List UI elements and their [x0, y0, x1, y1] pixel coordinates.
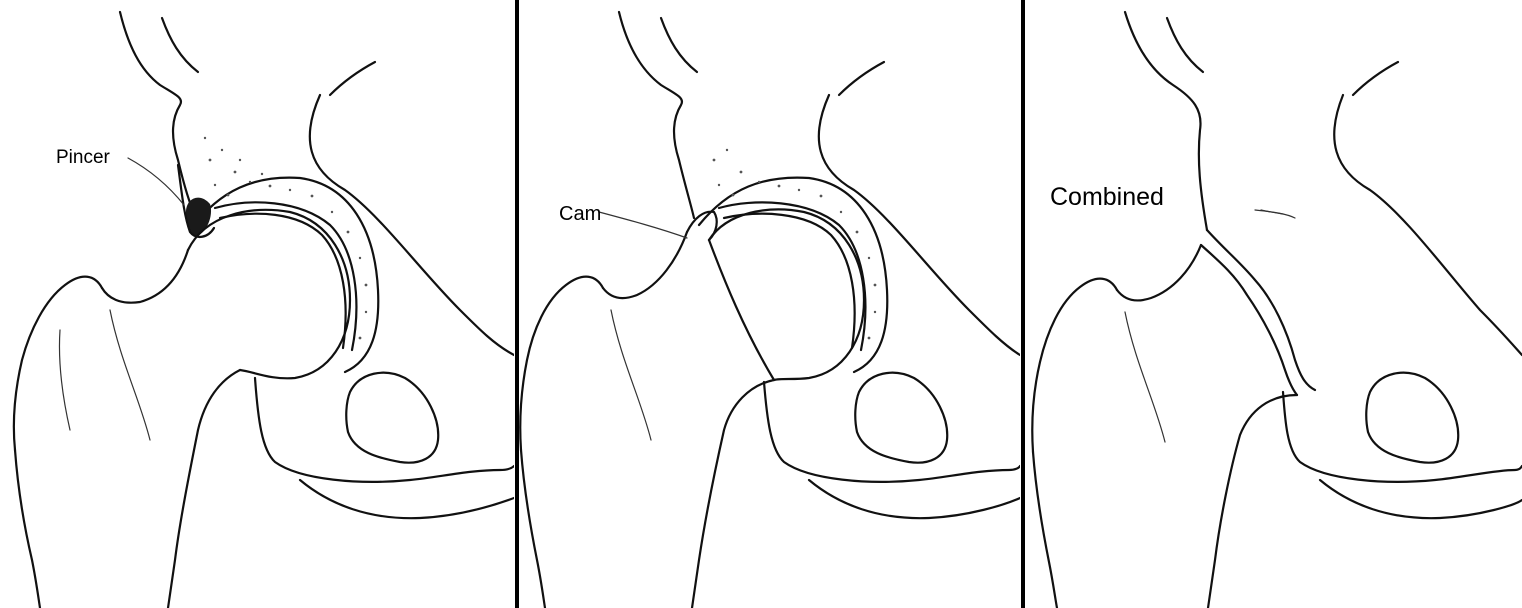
femur-shaft-left: [15, 450, 40, 608]
femur-detail: [59, 330, 70, 430]
cam-label: Cam: [559, 203, 601, 226]
pelvis-wall: [1334, 95, 1522, 355]
femoral-head: [709, 209, 864, 380]
ilium-outline: [120, 12, 195, 215]
sketch-mark: [1261, 210, 1283, 214]
intertrochanteric-line: [1125, 312, 1165, 442]
cam-panel: Cam: [519, 0, 1020, 608]
femur-shaft-left: [521, 450, 545, 608]
greater-trochanter: [520, 277, 603, 450]
obturator-foramen: [855, 373, 947, 463]
combined-label: Combined: [1050, 183, 1164, 212]
femur-shaft-right: [168, 370, 240, 608]
acetabulum-hint: [1255, 210, 1295, 218]
pubic-ramus: [300, 480, 514, 518]
joint-line-inner: [1201, 245, 1297, 395]
label-pointer-cam: [599, 212, 687, 238]
femoral-neck-upper: [603, 232, 687, 298]
intertrochanteric-line: [611, 310, 651, 440]
ilium-inner-outline: [1167, 18, 1203, 72]
pelvis-upper: [1353, 62, 1398, 95]
femoral-neck-upper: [102, 250, 188, 303]
pincer-label: Pincer: [56, 147, 110, 169]
obturator-foramen: [346, 373, 438, 463]
acetabular-cartilage-2: [724, 214, 855, 348]
cam-hip-illustration: [519, 0, 1020, 608]
pelvis-wall: [819, 95, 1020, 355]
pubic-ramus: [809, 480, 1020, 518]
obturator-foramen: [1366, 373, 1458, 463]
ilium-inner-outline: [661, 18, 697, 72]
acetabular-cartilage-1: [215, 202, 356, 350]
ischium-outline: [1283, 392, 1522, 482]
pelvis-wall: [310, 95, 514, 355]
femoral-head: [188, 210, 350, 378]
pelvis-upper: [330, 62, 375, 95]
pincer-hip-illustration: [0, 0, 514, 608]
ilium-inner-outline: [162, 18, 198, 72]
combined-panel: Combined: [1025, 0, 1522, 608]
combined-hip-illustration: [1025, 0, 1522, 608]
ilium-outline: [619, 12, 694, 218]
ischium-outline: [764, 382, 1020, 482]
greater-trochanter: [14, 277, 102, 450]
femur-shaft-right: [692, 380, 774, 608]
joint-line-outer: [1207, 230, 1315, 390]
pubic-ramus: [1320, 480, 1522, 518]
ischium-outline: [255, 378, 514, 482]
femur-shaft-left: [1033, 452, 1057, 608]
pincer-panel: Pincer: [0, 0, 514, 608]
femur-shaft-right: [1208, 395, 1297, 608]
label-pointer-pincer: [128, 158, 184, 205]
greater-trochanter: [1032, 279, 1117, 452]
femoral-neck-upper: [1117, 245, 1201, 300]
intertrochanteric-line: [110, 310, 150, 440]
cam-deformity-line: [709, 240, 774, 380]
pelvis-upper: [839, 62, 884, 95]
acetabular-cartilage-1: [719, 202, 865, 350]
bone-stipple: [204, 137, 368, 340]
